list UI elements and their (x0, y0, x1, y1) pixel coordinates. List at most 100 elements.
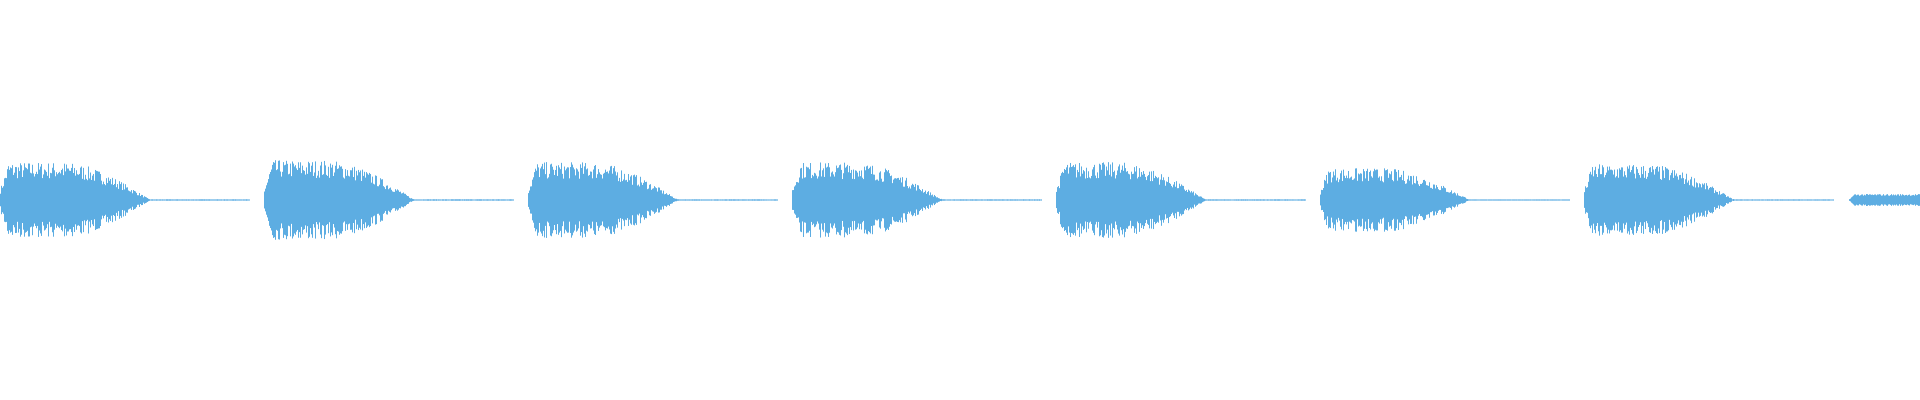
waveform-sample (431, 199, 432, 201)
waveform-sample (474, 199, 475, 201)
waveform-sample (991, 199, 992, 201)
waveform-sample (932, 194, 933, 206)
waveform-sample (1818, 199, 1819, 201)
waveform-sample (612, 173, 613, 227)
waveform-sample (63, 175, 64, 225)
waveform-sample (938, 198, 939, 202)
waveform-sample (484, 199, 485, 201)
waveform-sample (1476, 199, 1477, 201)
waveform-sample (339, 165, 340, 235)
waveform-sample (574, 169, 575, 231)
waveform-sample (1464, 196, 1465, 204)
waveform-sample (1107, 170, 1108, 230)
waveform-sample (1440, 190, 1441, 210)
waveform-sample (419, 199, 420, 201)
waveform-sample (1563, 199, 1564, 201)
waveform-sample (1544, 199, 1545, 201)
waveform-sample (356, 170, 357, 230)
waveform-sample (1197, 195, 1198, 205)
waveform-sample (1567, 199, 1568, 201)
waveform-sample (600, 174, 601, 226)
waveform-sample (1272, 199, 1273, 201)
waveform-sample (1870, 194, 1871, 206)
waveform-sample (958, 199, 959, 201)
waveform-sample (1479, 199, 1480, 201)
waveform-sample (1208, 199, 1209, 201)
waveform-sample (1169, 182, 1170, 218)
waveform-sample (1455, 193, 1456, 207)
waveform-sample (147, 198, 148, 202)
waveform-sample (654, 186, 655, 214)
waveform-sample (948, 199, 949, 201)
waveform-sample (1739, 199, 1740, 201)
waveform-sample (124, 189, 125, 211)
waveform-sample (296, 168, 297, 232)
waveform-sample (64, 163, 65, 237)
waveform-sample (1137, 178, 1138, 222)
waveform-sample (1221, 199, 1222, 201)
waveform-sample (1289, 199, 1290, 201)
waveform-sample (758, 199, 759, 201)
waveform-sample (924, 192, 925, 208)
waveform-sample (1649, 167, 1650, 233)
waveform-sample (855, 170, 856, 230)
waveform-sample (1515, 199, 1516, 201)
waveform-sample (449, 199, 450, 201)
waveform-sample (379, 184, 380, 216)
waveform-sample (683, 199, 684, 201)
waveform-sample (1135, 171, 1136, 229)
waveform-sample (843, 173, 844, 227)
waveform-sample (364, 171, 365, 229)
waveform-sample (1558, 199, 1559, 201)
waveform-sample (546, 162, 547, 238)
waveform-sample (150, 199, 151, 201)
waveform-sample (1888, 195, 1889, 205)
waveform-sample (45, 170, 46, 230)
waveform-sample (866, 166, 867, 234)
waveform-sample (558, 165, 559, 235)
waveform-sample (1271, 199, 1272, 201)
waveform-sample (75, 175, 76, 225)
waveform-sample (1038, 199, 1039, 201)
waveform-sample (1629, 165, 1630, 235)
waveform-sample (1591, 174, 1592, 226)
waveform-sample (1079, 163, 1080, 237)
waveform-sample (1614, 169, 1615, 231)
waveform-sample (1304, 199, 1305, 201)
waveform-sample (1786, 199, 1787, 201)
waveform-segment (0, 163, 250, 237)
waveform-sample (1215, 199, 1216, 201)
waveform-sample (231, 199, 232, 201)
waveform-sample (596, 177, 597, 223)
waveform-sample (707, 199, 708, 201)
waveform-sample (194, 199, 195, 201)
waveform-sample (169, 199, 170, 201)
waveform-sample (1490, 199, 1491, 201)
waveform-sample (57, 174, 58, 226)
waveform-sample (1657, 166, 1658, 234)
waveform-sample (1566, 199, 1567, 201)
waveform-sample (1826, 199, 1827, 201)
waveform-sample (996, 199, 997, 201)
waveform-sample (1912, 195, 1913, 205)
waveform-sample (1645, 170, 1646, 230)
waveform-sample (34, 176, 35, 224)
waveform-sample (20, 163, 21, 237)
waveform-sample (1012, 199, 1013, 201)
waveform-sample (1352, 179, 1353, 221)
waveform-sample (29, 163, 30, 237)
waveform-sample (563, 178, 564, 222)
waveform-sample (1026, 199, 1027, 201)
waveform-sample (1592, 167, 1593, 233)
waveform-sample (1152, 181, 1153, 219)
waveform-sample (27, 169, 28, 231)
waveform-sample (1635, 178, 1636, 222)
waveform-sample (549, 173, 550, 227)
waveform-sample (336, 161, 337, 239)
waveform-sample (689, 199, 690, 201)
waveform-sample (1417, 180, 1418, 220)
waveform-sample (1406, 183, 1407, 217)
waveform-sample (1444, 187, 1445, 213)
waveform-sample (906, 177, 907, 223)
